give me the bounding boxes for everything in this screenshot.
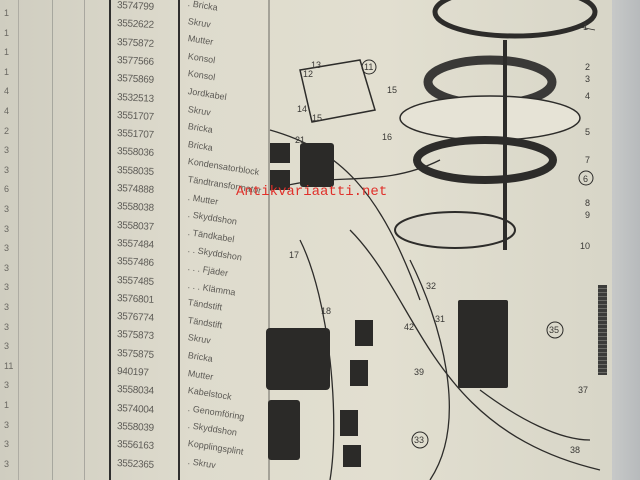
callout: 7 (585, 155, 590, 165)
quantity-cell: 3 (4, 164, 10, 175)
plate (399, 95, 581, 141)
quantity-cell: 3 (4, 282, 10, 293)
quantity-cell: 3 (4, 262, 10, 273)
callout: 2 (585, 62, 590, 72)
column-rule (52, 0, 53, 480)
callout: 3 (585, 74, 590, 84)
quantity-cell: 6 (4, 184, 10, 195)
callout: 31 (435, 314, 445, 324)
quantity-cell: 11 (4, 360, 14, 371)
quantity-cell: 3 (4, 458, 10, 469)
column-rule (178, 0, 180, 480)
callout: 38 (570, 445, 580, 455)
callout: 16 (382, 132, 392, 142)
quantity-cell: 1 (4, 8, 10, 18)
callout: 8 (585, 198, 590, 208)
page-tab-marker (598, 285, 607, 375)
callout: 33 (414, 435, 424, 445)
quantity-cell: 3 (4, 321, 10, 332)
callout: 5 (585, 127, 590, 137)
callout: 17 (289, 250, 299, 260)
callout: 14 (297, 104, 307, 114)
ignition-coil (300, 143, 334, 187)
callout: 15 (312, 113, 322, 123)
callout: 13 (311, 60, 321, 70)
quantity-cell: 4 (4, 106, 10, 116)
watermark: Antikvariaatti.net (236, 184, 388, 200)
quantity-cell: 4 (4, 86, 10, 97)
flywheel (432, 0, 598, 39)
quantity-cell: 3 (4, 145, 10, 156)
quantity-cell: 3 (4, 243, 10, 254)
coil-block (266, 328, 330, 390)
callout: 6 (583, 174, 588, 184)
callout: 37 (578, 385, 588, 395)
quantity-cell: 2 (4, 125, 10, 136)
quantity-cell: 3 (4, 341, 10, 352)
quantity-cell: 1 (4, 66, 10, 77)
trigger-ring (413, 136, 557, 184)
quantity-cell: 3 (4, 302, 10, 312)
callout: 10 (580, 241, 590, 251)
callout: 12 (303, 69, 313, 79)
page-gutter (268, 0, 270, 480)
quantity-cell: 3 (4, 419, 10, 430)
callout: 9 (585, 210, 590, 220)
terminal-block (458, 300, 508, 388)
column-rule (18, 0, 19, 480)
quantity-cell: 3 (4, 204, 10, 214)
quantity-cell: 3 (4, 380, 10, 391)
callout: 32 (426, 281, 436, 291)
callout: 39 (414, 367, 424, 377)
callout: 15 (387, 85, 397, 95)
column-rule (109, 0, 111, 480)
callout: 1 (583, 22, 588, 32)
callout: 42 (404, 322, 414, 332)
callout: 21 (295, 135, 305, 145)
quantity-cell: 3 (4, 223, 10, 234)
callout: 11 (364, 62, 373, 72)
quantity-cell: 1 (4, 27, 10, 38)
quantity-cell: 1 (4, 400, 10, 410)
callout: 35 (549, 325, 559, 335)
callout: 18 (321, 306, 331, 316)
callout: 4 (585, 91, 590, 101)
column-rule (84, 0, 85, 480)
quantity-cell: 1 (4, 47, 10, 58)
quantity-cell: 3 (4, 439, 10, 450)
background-edge (612, 0, 640, 480)
base (394, 211, 516, 249)
